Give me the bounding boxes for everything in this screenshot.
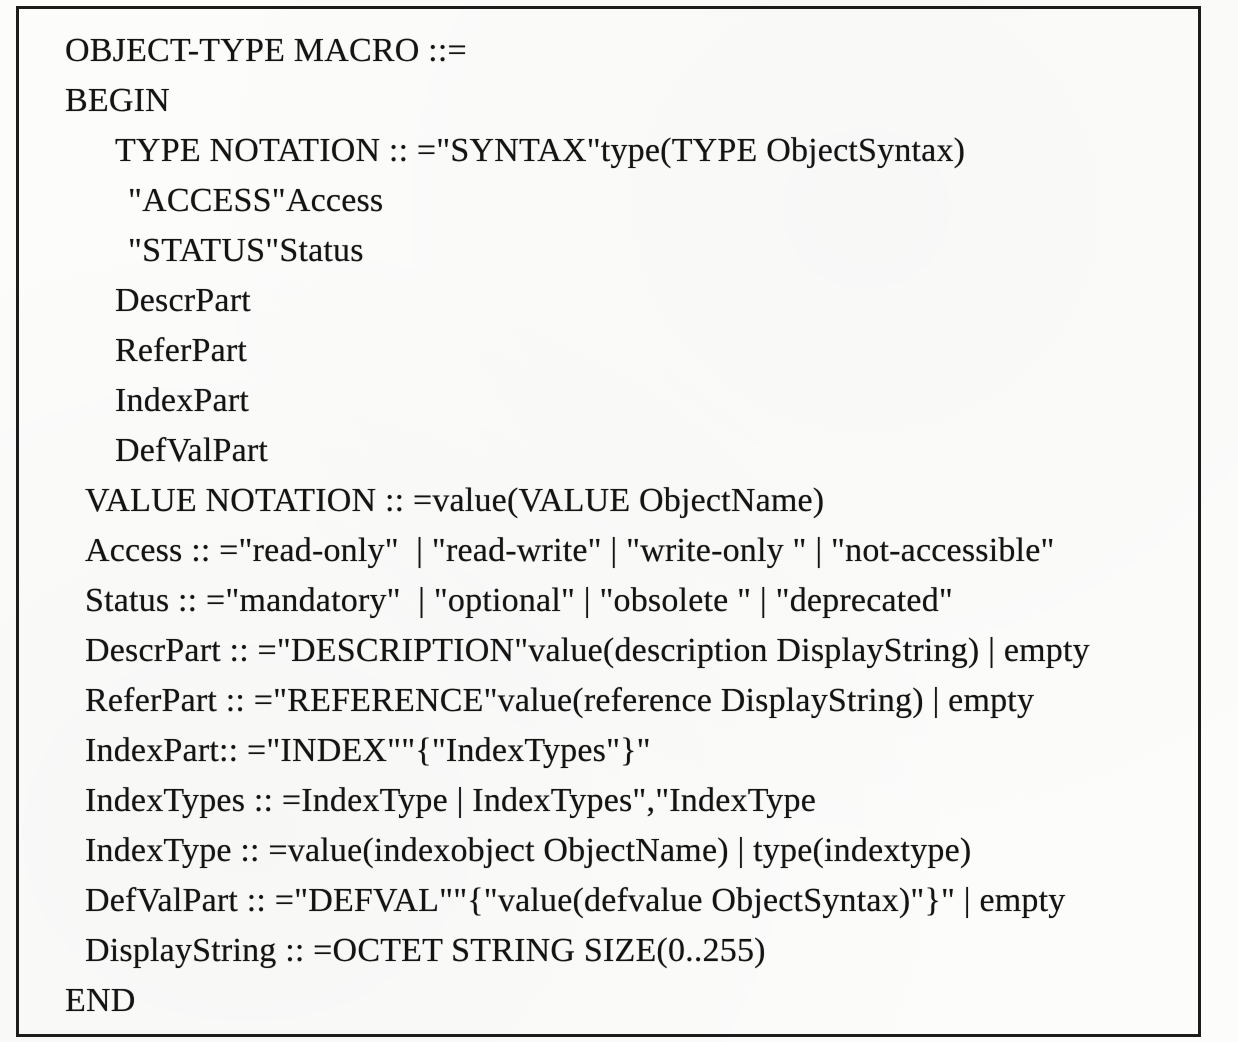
code-line: DefValPart <box>115 432 269 469</box>
code-line: "ACCESS"Access <box>128 182 384 219</box>
code-line: IndexType :: =value(indexobject ObjectNa… <box>85 832 972 869</box>
code-line: DescrPart :: ="DESCRIPTION"value(descrip… <box>85 632 1090 669</box>
code-line: IndexTypes :: =IndexType | IndexTypes","… <box>85 782 816 819</box>
code-line: "STATUS"Status <box>128 232 364 269</box>
code-line: OBJECT-TYPE MACRO ::= <box>65 32 467 69</box>
code-line: DescrPart <box>115 282 251 319</box>
code-line: DisplayString :: =OCTET STRING SIZE(0..2… <box>85 932 766 969</box>
code-line: ReferPart <box>115 332 248 369</box>
code-line: Status :: ="mandatory" | "optional" | "o… <box>85 582 953 619</box>
code-line: TYPE NOTATION :: ="SYNTAX"type(TYPE Obje… <box>115 132 966 169</box>
code-line: ReferPart :: ="REFERENCE"value(reference… <box>85 682 1035 719</box>
code-line: END <box>65 982 136 1019</box>
code-line: Access :: ="read-only" | "read-write" | … <box>85 532 1055 569</box>
code-line: IndexPart <box>115 382 249 419</box>
code-line: VALUE NOTATION :: =value(VALUE ObjectNam… <box>85 482 825 519</box>
code-line: DefValPart :: ="DEFVAL""{"value(defvalue… <box>85 882 1066 919</box>
code-line: BEGIN <box>65 82 170 119</box>
code-line: IndexPart:: ="INDEX""{"IndexTypes"}" <box>85 732 651 769</box>
